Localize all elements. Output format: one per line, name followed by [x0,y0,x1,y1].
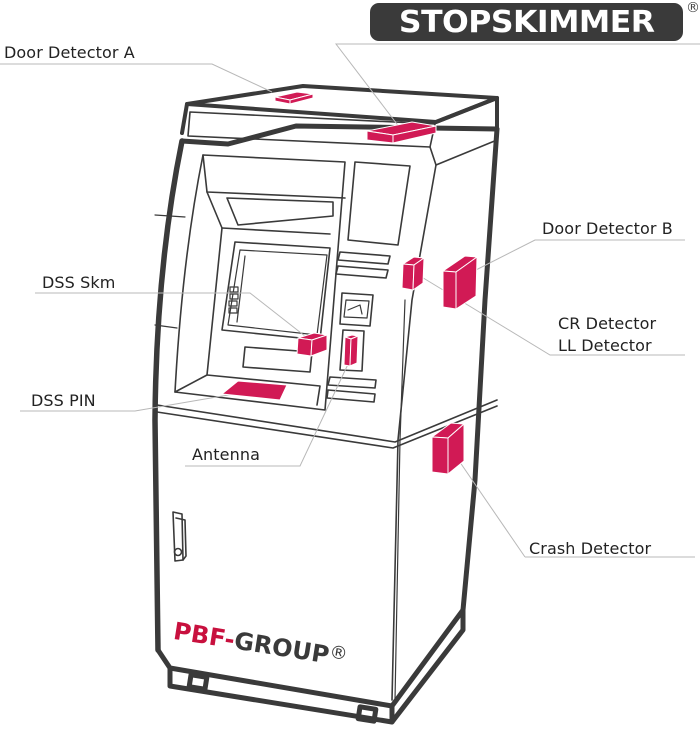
logo-registered-mark: ® [686,0,700,16]
sensor-antenna [343,334,359,367]
sensor-dss-skm [296,332,328,357]
leader-antenna [185,359,351,467]
label-door-detector-a: Door Detector A [4,43,135,62]
sensor-dss-pin [221,380,288,401]
leader-dss-pin [20,392,241,412]
stopskimmer-logo: STOPSKIMMER [370,3,683,41]
leader-top-sensor [334,43,700,129]
label-cr-detector: CR Detector [558,314,657,333]
sensor-top-header [366,121,437,144]
atm-body-right-edge [460,126,500,613]
door-handle [172,511,187,562]
atm-right-panel [347,161,411,246]
pbf-registered-mark: ® [327,641,350,666]
atm-card-reader [339,292,374,327]
leader-door-detector-b [469,239,685,274]
atm-plinth [155,607,466,709]
label-dss-skm: DSS Skm [42,273,116,292]
leader-door-detector-a [0,63,273,93]
sensor-door-detector-a [274,91,314,105]
label-antenna: Antenna [192,445,260,464]
atm-fascia-recess [174,154,346,411]
label-door-detector-b: Door Detector B [542,219,673,238]
atm-fdk-buttons [228,286,239,314]
sensor-crash-detector [431,422,465,475]
atm-foot-left [186,672,210,692]
leader-dss-skm [35,292,311,341]
atm-foot-right [355,704,379,724]
label-crash-detector: Crash Detector [529,539,652,558]
atm-cash-slot [339,329,365,372]
leader-lines [0,43,700,558]
leader-crash-detector [454,454,695,558]
label-ll-detector: LL Detector [558,336,652,355]
atm-body-left-edge [152,138,185,653]
label-dss-pin: DSS PIN [31,391,96,410]
sensor-door-detector-b [442,255,478,310]
logo-text: STOPSKIMMER [398,4,655,40]
sensor-cr-detector [401,256,425,291]
